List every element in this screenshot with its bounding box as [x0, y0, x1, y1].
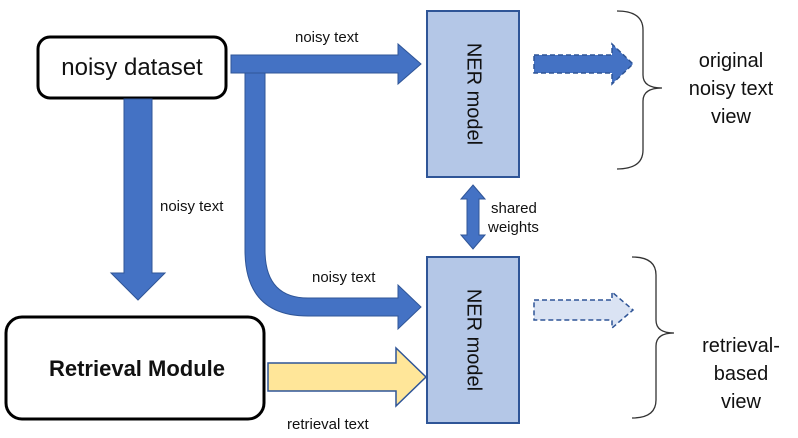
retrieval-text-label: retrieval text — [287, 416, 370, 433]
shared-weights-arrow — [459, 184, 487, 250]
ner-model-bottom — [426, 256, 520, 424]
down-arrow — [109, 98, 167, 301]
top-view-line3: view — [711, 106, 752, 128]
top-output-dashed-arrow — [533, 42, 635, 86]
bottom-view-line3: view — [721, 391, 762, 413]
noisy-dataset-label: noisy dataset — [61, 54, 203, 81]
bottom-view-line1: retrieval- — [702, 335, 780, 357]
retrieval-module-box — [4, 315, 266, 421]
shared-weights-label-line2: weights — [487, 219, 539, 236]
top-noisy-text-label: noisy text — [295, 29, 359, 46]
top-view-line2: noisy text — [689, 78, 774, 100]
ner-model-top-label: NER model — [463, 43, 485, 145]
brace-icon — [616, 10, 663, 170]
noisy-dataset-box — [36, 35, 228, 100]
ner-model-top — [426, 10, 520, 178]
curved-noisy-arrow — [244, 72, 422, 331]
retrieval-module-label: Retrieval Module — [49, 356, 225, 381]
top-view-line1: original — [699, 50, 763, 72]
ner-model-bottom-label: NER model — [463, 289, 485, 391]
shared-weights-label-line1: shared — [491, 200, 537, 217]
bottom-brace-icon — [631, 256, 675, 419]
mid-noisy-text-label: noisy text — [312, 269, 376, 286]
retrieval-arrow — [267, 346, 428, 408]
left-noisy-text-label: noisy text — [160, 198, 224, 215]
bottom-view-line2: based — [714, 363, 769, 385]
bottom-output-dashed-arrow — [533, 290, 635, 330]
